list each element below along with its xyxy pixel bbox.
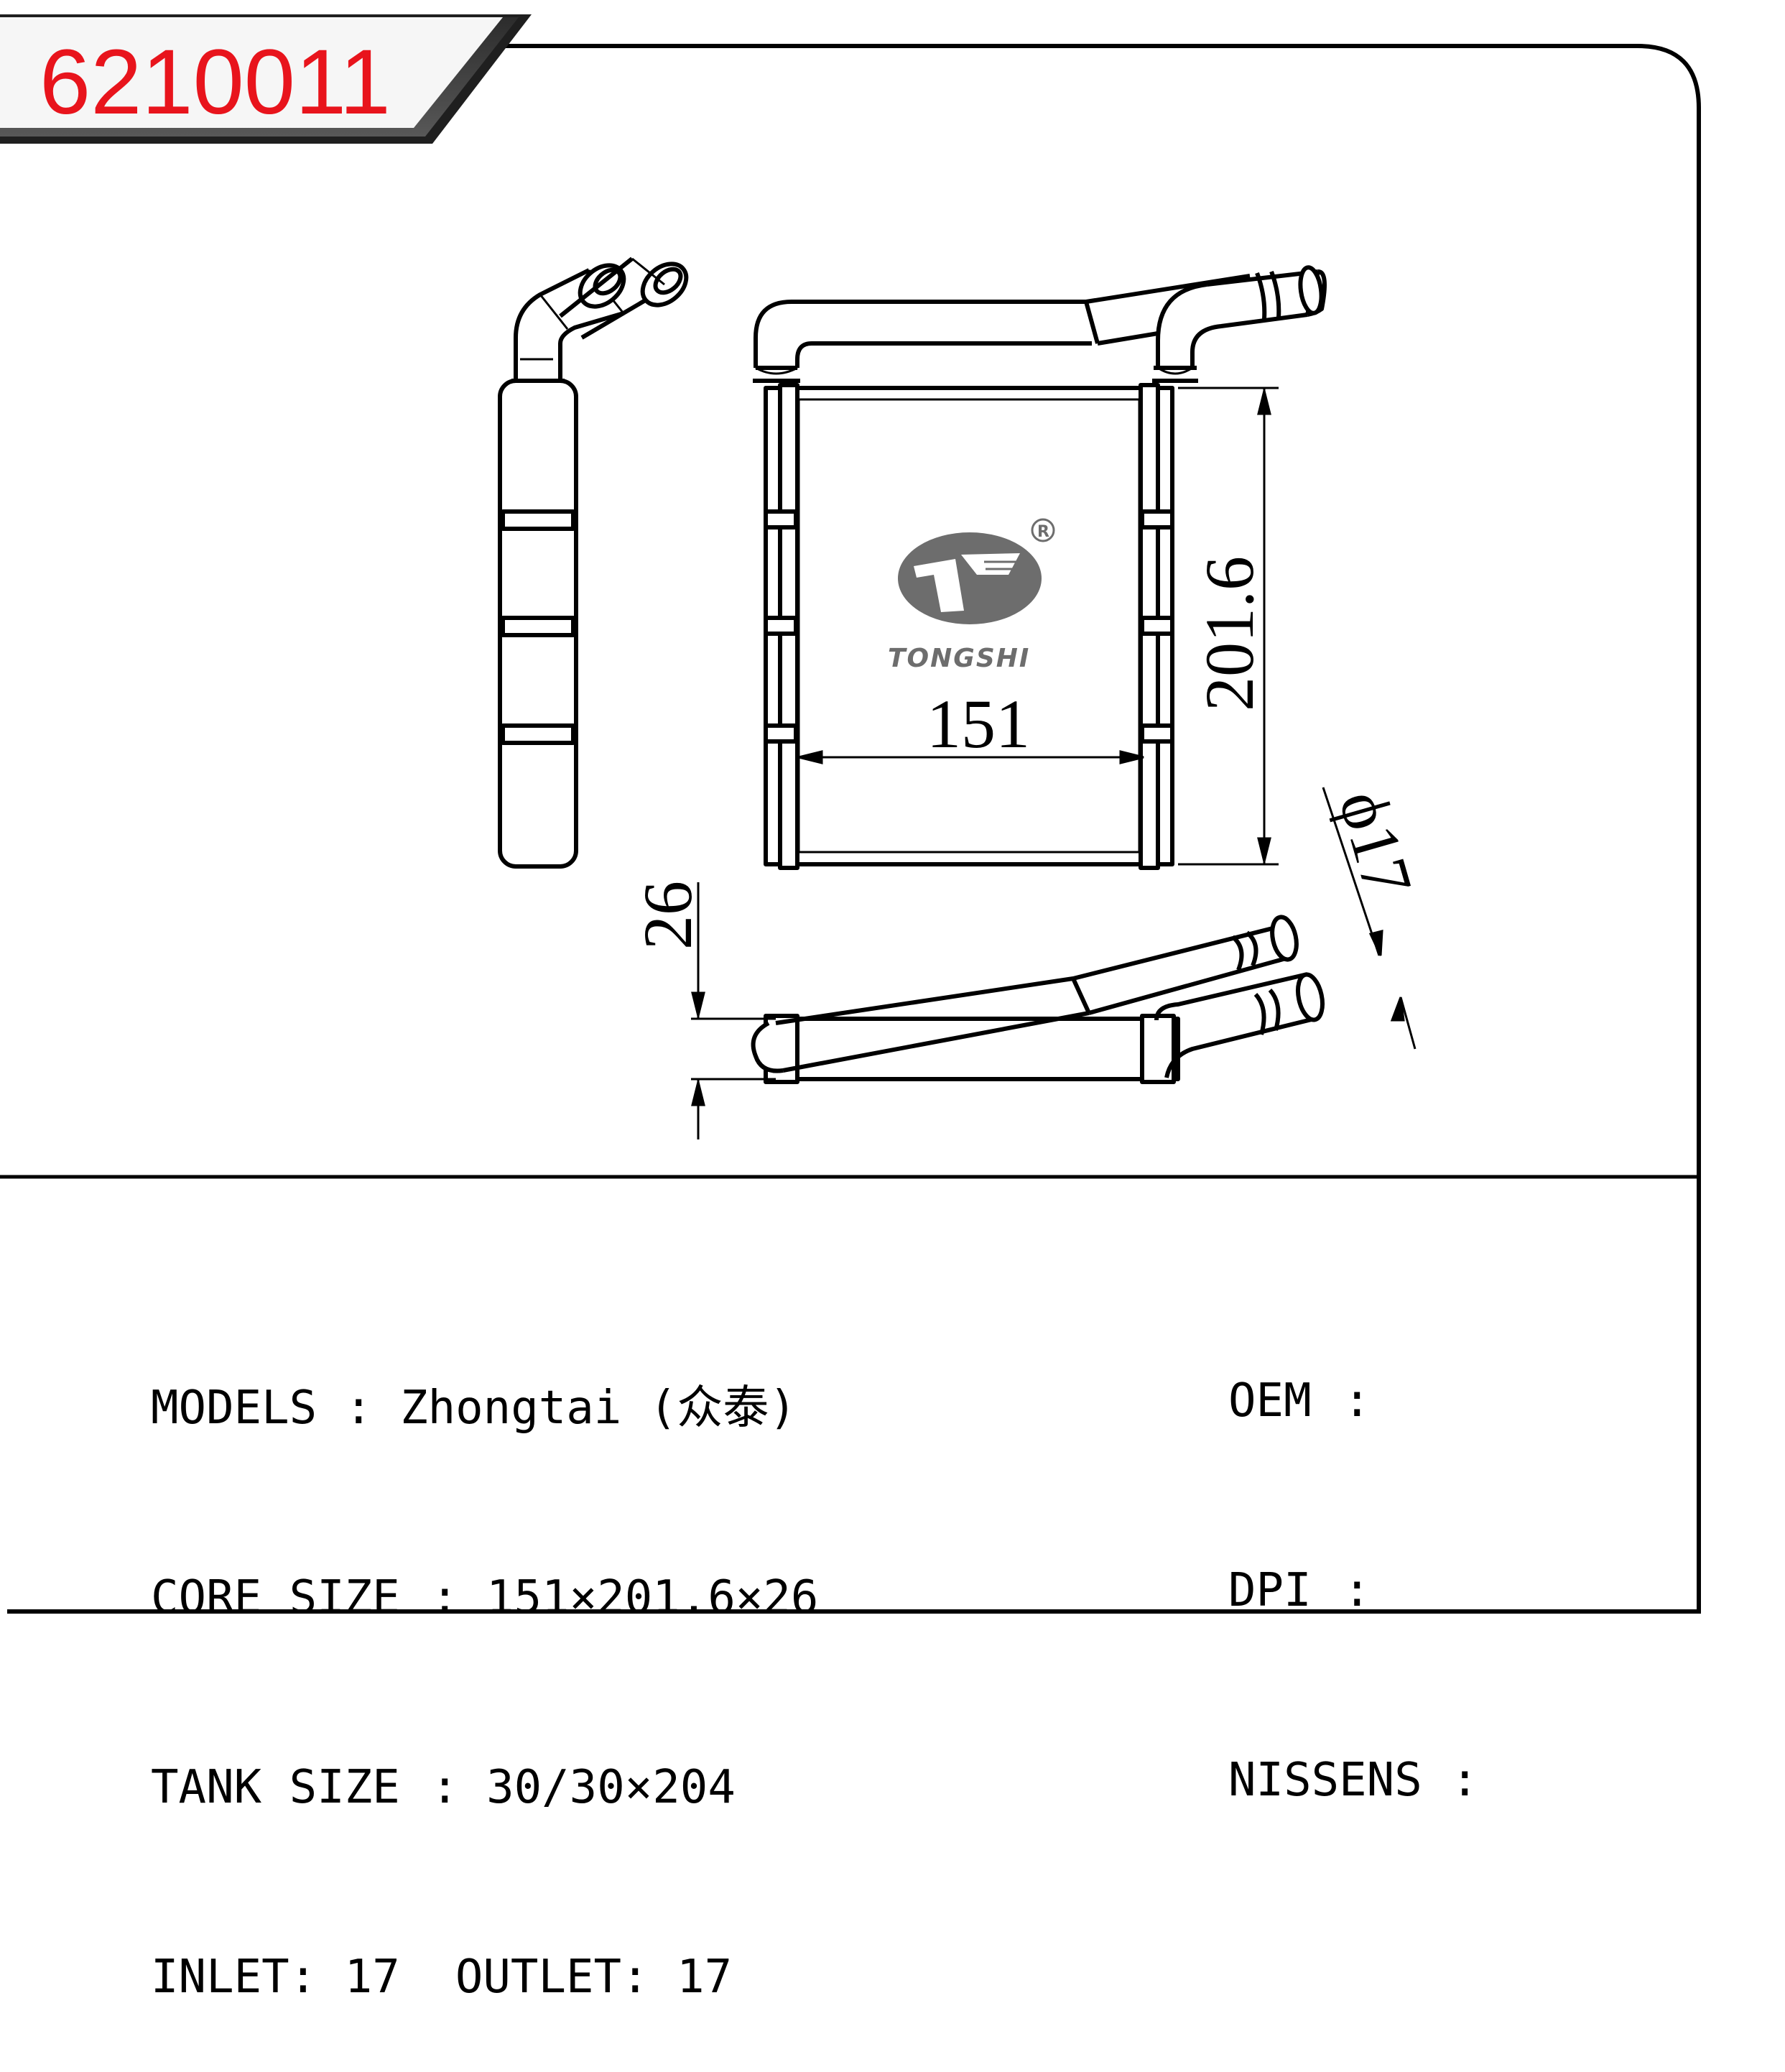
specs-block: MODELS: Zhongtai (众泰) CORE SIZE: 151×201… — [151, 1250, 818, 2072]
models-value: Zhongtai (众泰) — [400, 1382, 797, 1435]
diameter-dimension — [1322, 787, 1417, 1050]
core-size-row: CORE SIZE: 151×201.6×26 — [151, 1566, 818, 1629]
tank-size-label: TANK SIZE — [151, 1761, 400, 1814]
nissens-row: NISSENS: — [1228, 1749, 1479, 1812]
side-view — [498, 256, 689, 869]
outlet-value: 17 — [677, 1951, 733, 2004]
diameter-dimension-label: ϕ17 — [1325, 782, 1427, 904]
tank-size-value: 30/30×204 — [486, 1761, 736, 1814]
dpi-label: DPI — [1228, 1564, 1312, 1617]
part-number: 6210011 — [40, 31, 391, 134]
part-number-tab: 6210011 — [0, 14, 532, 144]
height-dimension — [1178, 387, 1279, 866]
models-label: MODELS — [151, 1382, 317, 1435]
oem-separator: : — [1343, 1374, 1371, 1428]
models-separator: : — [345, 1382, 373, 1435]
inlet-value: 17 — [344, 1951, 400, 2004]
oem-label: OEM — [1228, 1374, 1312, 1428]
dpi-separator: : — [1343, 1564, 1371, 1617]
front-view — [753, 265, 1327, 870]
tank-size-separator: : — [431, 1761, 459, 1814]
tank-size-row: TANK SIZE: 30/30×204 — [151, 1756, 818, 1819]
oem-row: OEM: — [1228, 1369, 1479, 1433]
outlet-label: OUTLET: — [455, 1951, 649, 2004]
width-dimension — [798, 750, 1144, 764]
top-view — [751, 915, 1325, 1084]
drawing-frame — [7, 44, 1701, 1614]
core-size-value: 151×201.6×26 — [486, 1571, 819, 1624]
cross-reference-block: OEM: DPI: NISSENS: — [1228, 1243, 1479, 1875]
core-size-separator: : — [431, 1571, 459, 1624]
depth-dimension — [691, 882, 776, 1139]
nissens-label: NISSENS — [1228, 1754, 1422, 1807]
height-dimension-label: 201.6 — [1191, 556, 1268, 711]
core-size-label: CORE SIZE — [151, 1571, 400, 1624]
models-row: MODELS: Zhongtai (众泰) — [151, 1377, 818, 1440]
brand-name: TONGSHI — [888, 644, 1030, 673]
depth-dimension-label: 26 — [629, 881, 706, 950]
registered-mark: R — [1037, 523, 1049, 541]
width-dimension-label: 151 — [927, 685, 1030, 762]
technical-drawing: 6210011 — [0, 14, 1701, 1614]
inlet-outlet-row: INLET: 17 OUTLET: 17 — [151, 1946, 818, 2009]
dpi-row: DPI: — [1228, 1559, 1479, 1622]
tongshi-logo: R TONGSHI — [888, 518, 1055, 673]
nissens-separator: : — [1451, 1754, 1479, 1807]
inlet-label: INLET: — [151, 1951, 317, 2004]
